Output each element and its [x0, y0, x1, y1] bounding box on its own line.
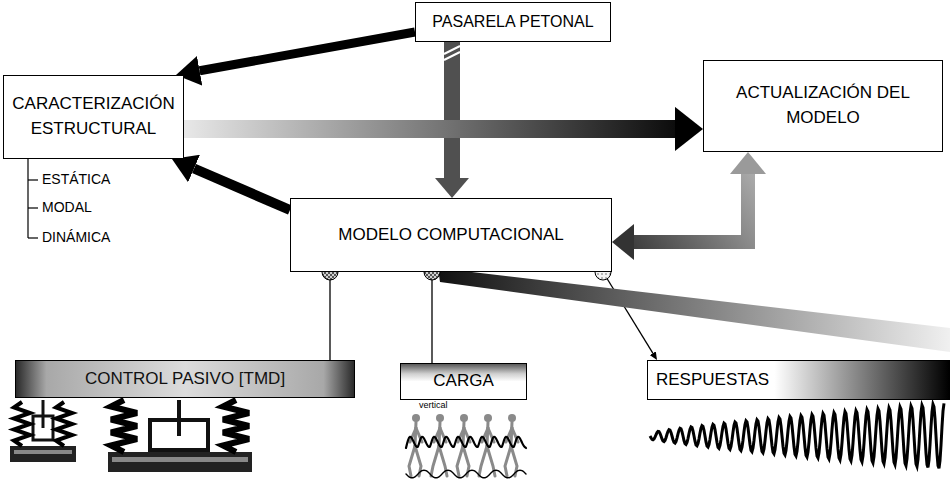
node-text: PASARELA PETONAL: [432, 10, 593, 33]
process-box: ACTUALIZACIÓN DEL MODELO: [703, 60, 943, 152]
spring-symbol: [14, 402, 30, 446]
node-text: MODELO COMPUTACIONAL: [338, 223, 563, 248]
break-mark: [444, 52, 460, 60]
process-box: CARACTERIZACIÓN ESTRUCTURAL: [3, 75, 184, 159]
axis-label: vertical: [418, 400, 449, 411]
spring-symbol: [223, 400, 249, 452]
node-text: CARGA: [433, 369, 493, 394]
input-box: CONTROL PASIVO [TMD]: [15, 360, 355, 398]
flow-arrow: [444, 42, 460, 178]
flow-arrow: [184, 120, 675, 138]
output-box: RESPUESTAS: [647, 360, 950, 400]
flow-arrow: [603, 272, 653, 353]
list-item: MODAL: [42, 199, 92, 216]
node-text: CARACTERIZACIÓN ESTRUCTURAL: [12, 92, 175, 141]
walking-illustration: [406, 414, 526, 478]
spring-symbol: [56, 402, 72, 446]
structure-box: PASARELA PETONAL: [415, 2, 611, 42]
response-band: [438, 268, 950, 352]
node-text: CONTROL PASIVO [TMD]: [85, 367, 285, 392]
list-item: DINÁMICA: [42, 229, 110, 246]
flow-arrow: [329, 280, 330, 360]
node-text: ACTUALIZACIÓN DEL MODELO: [712, 81, 934, 130]
flow-arrow: [634, 174, 748, 242]
input-box: CARGA: [400, 363, 527, 400]
spring-symbol: [111, 400, 137, 452]
tree-bracket: [28, 159, 38, 238]
list-item: ESTÁTICA: [42, 171, 110, 188]
force-curve: [406, 437, 526, 448]
node-text: RESPUESTAS: [656, 368, 769, 393]
response-wave: [650, 403, 944, 468]
model-box: MODELO COMPUTACIONAL: [290, 198, 612, 272]
flow-arrow: [200, 32, 415, 71]
flow-arrow: [431, 280, 432, 363]
tmd-illustration: [10, 400, 252, 472]
force-curve: [406, 470, 526, 478]
flow-arrow: [194, 169, 290, 210]
